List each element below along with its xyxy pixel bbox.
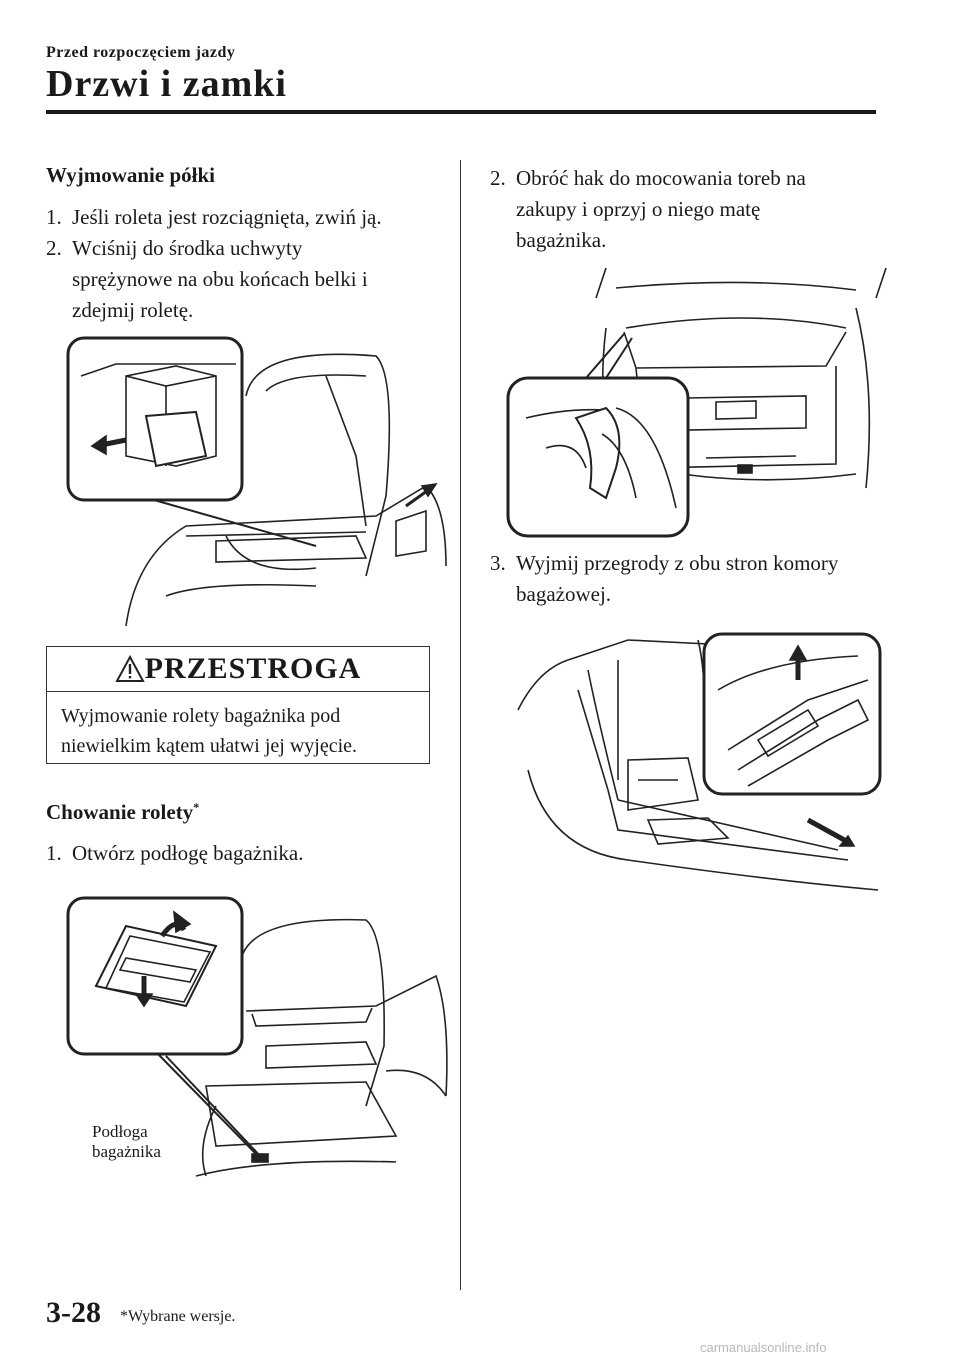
step-text: Otwórz podłogę bagażnika. bbox=[72, 841, 304, 865]
step-text-cont: zdejmij roletę. bbox=[72, 298, 194, 322]
callout-line: Podłoga bbox=[92, 1122, 148, 1141]
optional-mark: * bbox=[193, 800, 200, 814]
callout-line: bagażnika bbox=[92, 1142, 161, 1161]
step-number: 2. bbox=[46, 236, 62, 260]
figure-open-floor bbox=[66, 896, 450, 1196]
step-text-cont: bagażowej. bbox=[516, 582, 612, 606]
heading-remove-shelf: Wyjmowanie półki bbox=[46, 163, 215, 187]
caution-line: niewielkim kątem ułatwi jej wyjęcie. bbox=[61, 735, 358, 757]
step-left-1: 1. Jeśli roleta jest rozciągnięta, zwiń j… bbox=[46, 202, 446, 233]
step-number: 1. bbox=[46, 205, 62, 229]
figure-remove-partitions bbox=[508, 630, 892, 898]
step-number: 1. bbox=[46, 841, 62, 865]
step-right-2: 2. Obróć hak do mocowania toreb na zakupy… bbox=[490, 163, 890, 256]
caution-header: PRZESTROGA bbox=[47, 647, 429, 692]
footer-note: *Wybrane wersje. bbox=[120, 1308, 235, 1326]
header-rule bbox=[46, 110, 876, 114]
footer-note-text: Wybrane wersje. bbox=[128, 1308, 236, 1325]
figure-hook-mat bbox=[506, 268, 890, 540]
column-divider bbox=[460, 160, 461, 1290]
step-text-cont: bagażnika. bbox=[516, 228, 607, 252]
step-number: 3. bbox=[490, 551, 506, 575]
step-text: Wyjmij przegrody z obu stron komory bbox=[516, 551, 839, 575]
caution-box: PRZESTROGA Wyjmowanie rolety bagażnika p… bbox=[46, 646, 430, 764]
step-right-3: 3. Wyjmij przegrody z obu stron komory ba… bbox=[490, 548, 890, 610]
section-label: Przed rozpoczęciem jazdy bbox=[46, 44, 236, 61]
step-text: Jeśli roleta jest rozciągnięta, zwiń ją. bbox=[72, 205, 382, 229]
caution-title: PRZESTROGA bbox=[144, 652, 362, 685]
step-text: Obróć hak do mocowania toreb na bbox=[516, 166, 806, 190]
callout-floor-label: Podłoga bagażnika bbox=[92, 1122, 161, 1162]
heading-text: Chowanie rolety bbox=[46, 800, 194, 824]
caution-text: Wyjmowanie rolety bagażnika pod niewielk… bbox=[61, 701, 421, 761]
page-number: 3-28 bbox=[46, 1296, 101, 1329]
step-text-cont: sprężynowe na obu końcach belki i bbox=[72, 267, 368, 291]
heading-store-cover: Chowanie rolety* bbox=[46, 800, 199, 825]
chapter-title: Drzwi i zamki bbox=[46, 63, 287, 105]
figure-remove-cover bbox=[66, 336, 450, 626]
caution-line: Wyjmowanie rolety bagażnika pod bbox=[61, 705, 341, 727]
step-number: 2. bbox=[490, 166, 506, 190]
step-text: Wciśnij do środka uchwyty bbox=[72, 236, 303, 260]
step-text-cont: zakupy i oprzyj o niego matę bbox=[516, 197, 761, 221]
step-left-3: 1. Otwórz podłogę bagażnika. bbox=[46, 838, 446, 869]
footer-mark: * bbox=[120, 1308, 128, 1325]
step-left-2: 2. Wciśnij do środka uchwyty sprężynowe n… bbox=[46, 233, 446, 326]
watermark: carmanualsonline.info bbox=[700, 1340, 827, 1355]
warning-triangle-icon bbox=[114, 655, 145, 682]
